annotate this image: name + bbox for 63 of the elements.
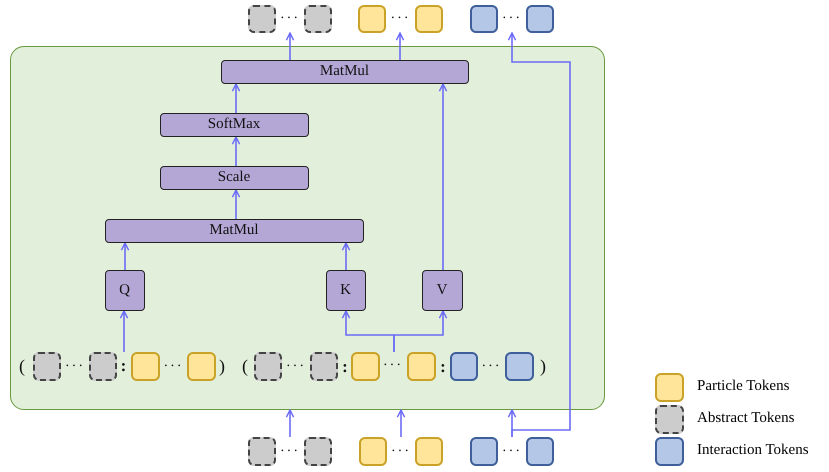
arrow	[232, 83, 240, 113]
separator-colon: :	[118, 352, 130, 380]
operation-box: MatMul	[104, 218, 364, 242]
legend-label: Interaction Tokens	[697, 442, 809, 459]
operation-box: K	[326, 270, 366, 310]
token-square	[350, 352, 380, 380]
token-square	[304, 5, 332, 33]
token-square	[310, 352, 338, 380]
ellipsis: ···	[498, 5, 526, 33]
ellipsis: ···	[498, 437, 526, 466]
separator-colon: :	[341, 356, 349, 378]
token-square	[415, 437, 443, 466]
parenthesis: )	[539, 355, 547, 378]
token-square	[304, 437, 332, 466]
token-square	[248, 5, 276, 33]
token-square	[450, 352, 478, 380]
ellipsis: ···	[64, 358, 86, 376]
arrow	[232, 136, 240, 166]
operation-box: Q	[104, 270, 144, 310]
arrow	[508, 409, 516, 437]
token-square	[88, 352, 116, 380]
arrow	[396, 32, 404, 60]
ellipsis: ···	[276, 5, 304, 33]
legend-label: Abstract Tokens	[697, 410, 794, 427]
token-square	[358, 5, 386, 33]
ellipsis: ···	[387, 437, 415, 466]
parenthesis: (	[241, 355, 249, 378]
arrow	[342, 242, 350, 270]
arrow	[438, 83, 448, 270]
operation-box: MatMul	[220, 60, 468, 84]
token-square	[32, 352, 60, 380]
token-square	[415, 5, 443, 33]
legend-label: Particle Tokens	[697, 378, 790, 395]
parenthesis: (	[18, 355, 26, 378]
token-square	[504, 352, 534, 380]
parenthesis: )	[218, 355, 226, 378]
token-square	[248, 437, 276, 466]
arrow	[393, 310, 448, 352]
arrow	[286, 32, 294, 60]
arrow	[286, 409, 294, 437]
token-square	[526, 5, 554, 33]
token-square	[406, 352, 436, 380]
token-square	[470, 5, 498, 33]
token-square	[186, 352, 216, 380]
arrow	[120, 242, 130, 270]
token-square	[470, 437, 498, 466]
separator-colon: :	[439, 356, 447, 378]
arrow	[232, 189, 240, 219]
ellipsis: ···	[162, 358, 184, 376]
token-square	[359, 437, 387, 466]
ellipsis: ···	[276, 437, 304, 466]
ellipsis: ···	[386, 5, 415, 33]
token-square	[130, 352, 160, 380]
ellipsis: ···	[285, 358, 307, 376]
ellipsis: ···	[380, 352, 406, 380]
attention-panel	[10, 46, 605, 410]
ellipsis: ···	[480, 358, 502, 376]
operation-box: SoftMax	[160, 112, 308, 136]
token-square	[526, 437, 554, 466]
operation-box: Scale	[160, 166, 308, 190]
arrow	[396, 409, 406, 437]
token-square	[254, 352, 282, 380]
operation-box: V	[422, 270, 462, 310]
